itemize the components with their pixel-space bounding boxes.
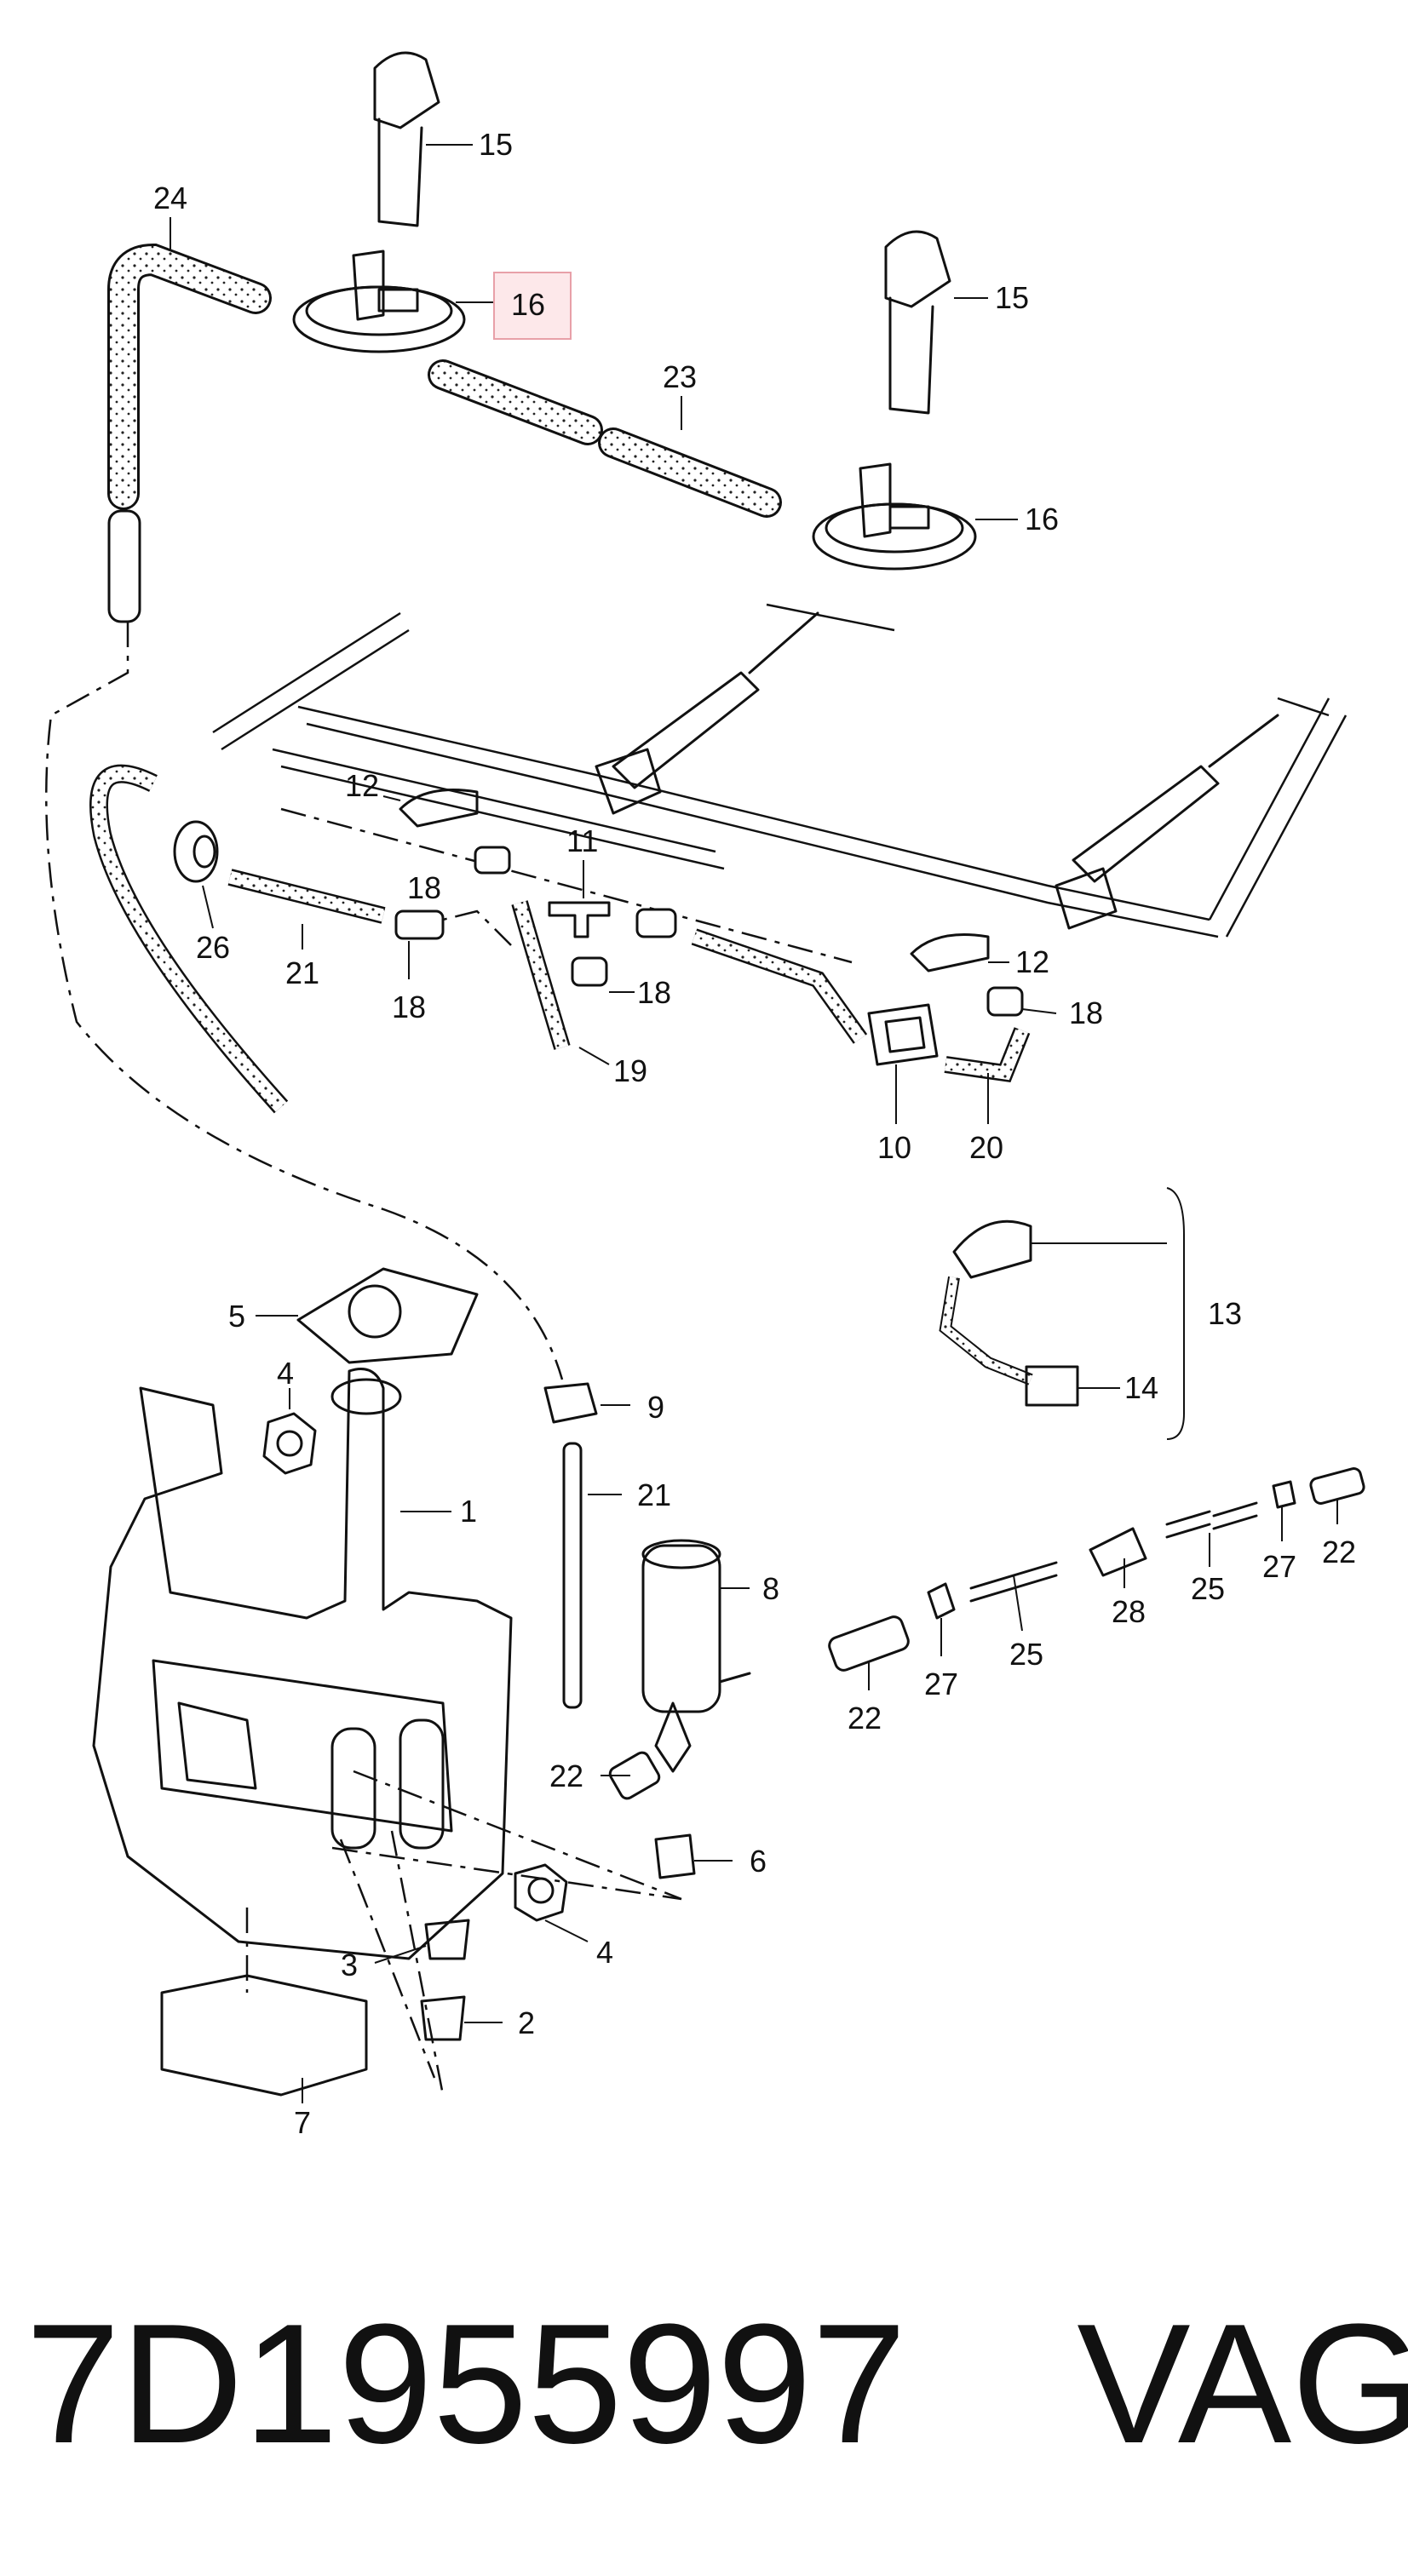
callout-8: 8: [762, 1571, 779, 1606]
connectors-18: [394, 846, 1024, 1017]
wiper-arm-left: [595, 611, 819, 815]
callout-7: 7: [294, 2105, 311, 2140]
callout-10: 10: [877, 1130, 911, 1165]
washer-nozzle-16-highlighted: [292, 250, 466, 353]
pad-7: [160, 1974, 368, 2097]
washer-nozzle-16: [812, 462, 977, 571]
callout-15-right: 15: [995, 280, 1029, 315]
wiper-arm-right: [1055, 714, 1279, 930]
callout-1: 1: [460, 1494, 477, 1529]
callout-3: 3: [341, 1948, 358, 1982]
callout-12-left: 12: [345, 768, 379, 803]
callout-4-lower: 4: [596, 1935, 613, 1970]
nozzle-cover-15-left: [373, 51, 440, 227]
hose-23: [428, 359, 782, 518]
hose-24: [107, 243, 272, 623]
callout-9: 9: [647, 1390, 664, 1425]
callout-11: 11: [566, 823, 598, 858]
hose-21-lower: [562, 1442, 583, 1709]
grommet-6: [654, 1833, 696, 1879]
line-22-25-27-28: [828, 1467, 1365, 1672]
hose-21-upper: [227, 869, 386, 924]
callout-20: 20: [969, 1130, 1003, 1165]
hose-26-loop: [89, 764, 289, 1114]
callout-22-right: 22: [1322, 1535, 1356, 1569]
callout-12-right: 12: [1015, 944, 1049, 979]
vehicle-body-outline: [212, 603, 1348, 938]
grommets-2-3: [420, 1919, 470, 2041]
callout-18-a: 18: [407, 870, 441, 905]
part-number: 7D1955997: [26, 2289, 907, 2479]
callout-19: 19: [613, 1053, 647, 1088]
brand-name: VAG: [1077, 2289, 1408, 2479]
callout-25-mid: 25: [1009, 1637, 1043, 1672]
nozzle-cover-15-right: [884, 230, 951, 415]
callout-23: 23: [663, 359, 697, 394]
callout-22-lower: 22: [549, 1758, 583, 1793]
highlight-box: [493, 272, 572, 340]
callout-15-top: 15: [479, 127, 513, 162]
callout-13: 13: [1208, 1296, 1242, 1331]
t-piece-11: [548, 901, 611, 938]
callout-6: 6: [750, 1844, 767, 1879]
callout-26: 26: [196, 930, 230, 965]
callout-27-right: 27: [1262, 1549, 1296, 1584]
callout-4-upper: 4: [277, 1356, 294, 1391]
valve-10: [867, 1003, 939, 1066]
pump-8: [641, 1539, 751, 1773]
jet-12-left: [399, 789, 479, 828]
callout-16-highlighted: 16: [511, 287, 545, 322]
callout-14: 14: [1124, 1370, 1158, 1405]
callout-18-c: 18: [637, 975, 671, 1010]
callout-2: 2: [518, 2005, 535, 2040]
callout-18-d: 18: [1069, 995, 1103, 1030]
callout-18-b: 18: [392, 990, 426, 1024]
callout-28: 28: [1112, 1594, 1146, 1629]
callout-21-lower: 21: [637, 1477, 671, 1512]
washer-reservoir-1: [92, 1368, 513, 1960]
leader-lines: [170, 144, 1338, 2103]
clip-9: [543, 1382, 598, 1424]
jet-assembly-13: [939, 1187, 1185, 1440]
callout-21-upper: 21: [285, 955, 319, 990]
hose-19: [511, 900, 571, 1050]
filler-cap-5: [296, 1267, 479, 1364]
routing-lines: [45, 622, 853, 2096]
callout-5: 5: [228, 1299, 245, 1334]
nut-4-lower: [514, 1863, 568, 1922]
callout-24: 24: [153, 181, 187, 215]
callout-labels: 24 15 16 15 23 16 12 11 18 26 21 18 18 1…: [153, 127, 1356, 2140]
nut-4-upper: [262, 1412, 317, 1475]
callout-27-mid: 27: [924, 1667, 958, 1701]
hose-20: [691, 928, 1031, 1083]
callout-22-mid: 22: [848, 1701, 882, 1736]
hose-22-near-pump: [608, 1751, 661, 1800]
part-caption: 7D1955997 VAG: [26, 2282, 1408, 2487]
callout-16-right: 16: [1025, 502, 1059, 536]
callout-25-right: 25: [1191, 1571, 1225, 1606]
jet-12-right: [910, 933, 990, 972]
